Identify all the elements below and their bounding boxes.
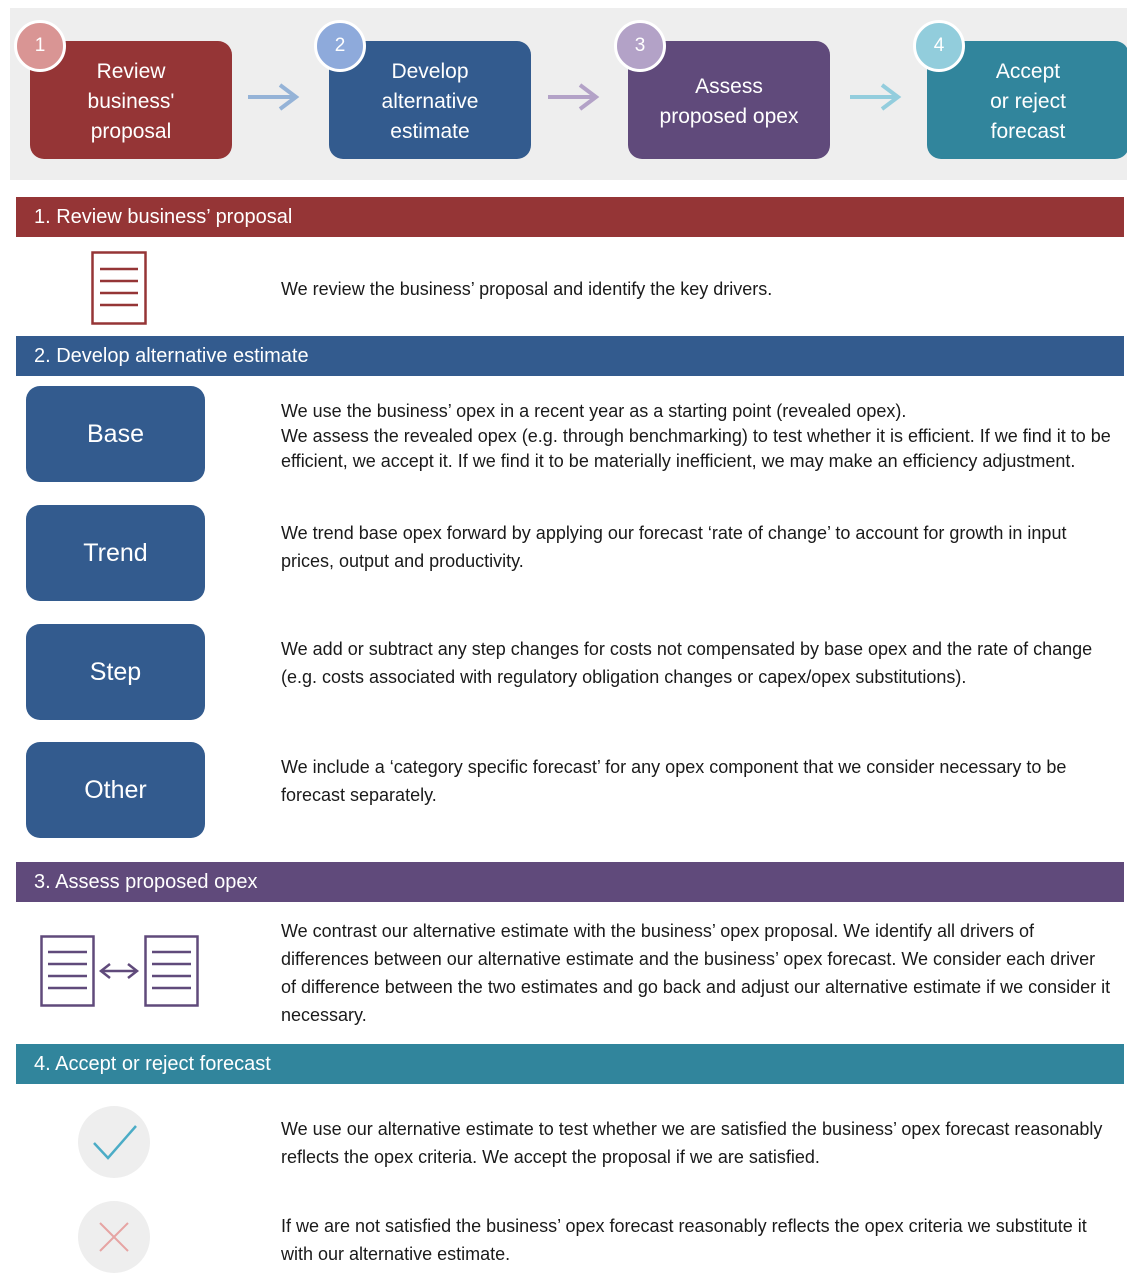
section-3-heading: 3. Assess proposed opex [16, 862, 1124, 902]
accept-text: We use our alternative estimate to test … [281, 1119, 1103, 1167]
base-box: Base [26, 386, 205, 482]
trend-text: We trend base opex forward by applying o… [281, 523, 1067, 571]
base-text: We use the business’ opex in a recent ye… [281, 401, 1111, 471]
arrow-right-icon [548, 83, 600, 111]
other-text: We include a ‘category specific forecast… [281, 757, 1067, 805]
reject-icon-circle [78, 1201, 150, 1273]
section-4-heading: 4. Accept or reject forecast [16, 1044, 1124, 1084]
arrow-right-icon [248, 83, 300, 111]
reject-text: If we are not satisfied the business’ op… [281, 1216, 1087, 1264]
section-1-heading: 1. Review business’ proposal [16, 197, 1124, 237]
trend-box: Trend [26, 505, 205, 601]
other-box: Other [26, 742, 205, 838]
step-3-box: Assess proposed opex [628, 41, 830, 159]
step-1-box: Review business' proposal [30, 41, 232, 159]
step-2-number: 2 [314, 20, 366, 72]
section-3-text: We contrast our alternative estimate wit… [281, 921, 1111, 1025]
arrow-right-icon [850, 83, 902, 111]
step-box: Step [26, 624, 205, 720]
section-1-text: We review the business’ proposal and ide… [281, 279, 773, 299]
step-3-number: 3 [614, 20, 666, 72]
checkmark-icon [93, 1125, 137, 1160]
accept-icon-circle [78, 1106, 150, 1178]
compare-documents-icon [40, 935, 199, 1007]
section-2-heading: 2. Develop alternative estimate [16, 336, 1124, 376]
document-icon [91, 251, 147, 325]
step-2-box: Develop alternative estimate [329, 41, 531, 159]
step-4-number: 4 [913, 20, 965, 72]
cross-icon [99, 1222, 129, 1252]
step-text: We add or subtract any step changes for … [281, 639, 1093, 687]
step-1-number: 1 [14, 20, 66, 72]
